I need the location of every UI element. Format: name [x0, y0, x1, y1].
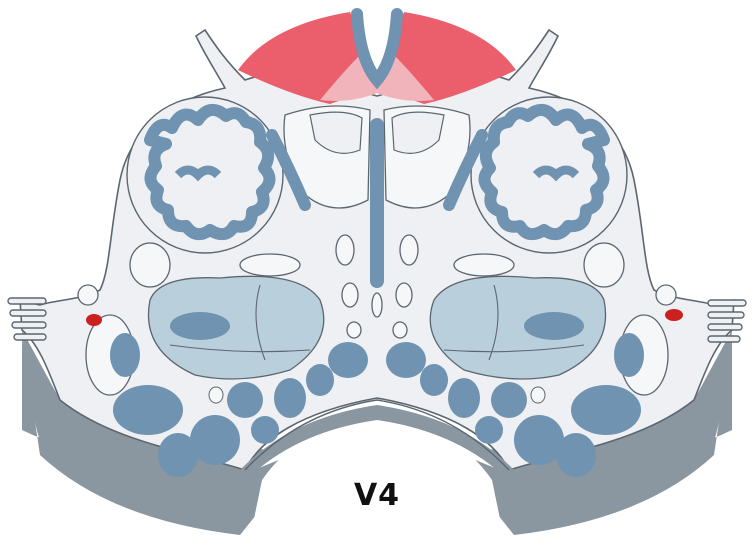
pale-core-right [524, 312, 584, 340]
pale-core-left [170, 312, 230, 340]
red-marker-left [86, 314, 102, 326]
folded-nucleus-left [127, 97, 283, 253]
red-marker-right [665, 309, 683, 321]
ventricle-label: V4 [354, 478, 400, 513]
midline-tract [370, 118, 384, 288]
folded-nucleus-right [471, 97, 627, 253]
